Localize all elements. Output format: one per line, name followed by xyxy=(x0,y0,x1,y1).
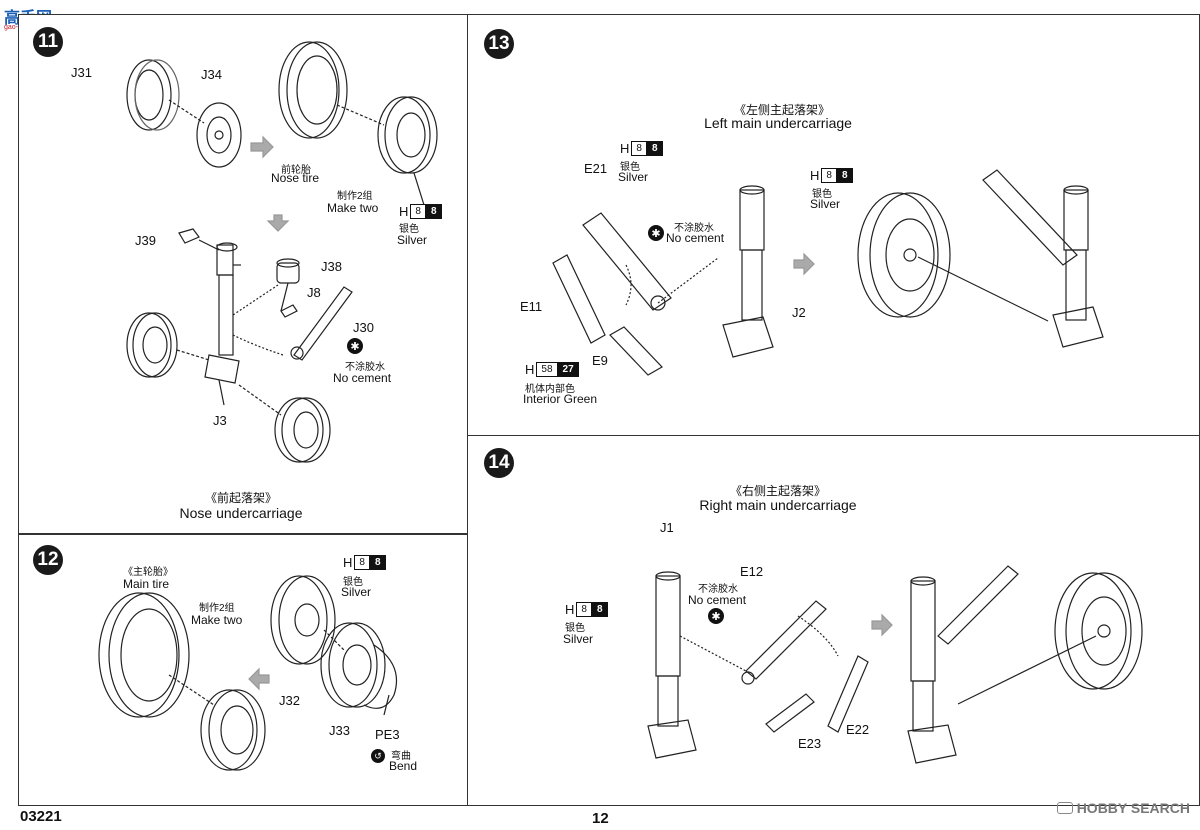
paint-letter: H xyxy=(620,141,630,156)
step-number: 12 xyxy=(33,545,63,575)
paint-code: H 8 8 xyxy=(399,204,442,219)
paint-code-1: 8 xyxy=(576,602,592,617)
part-label-j32: J32 xyxy=(279,693,300,708)
part-label-j31: J31 xyxy=(71,65,92,80)
part-label-e12: E12 xyxy=(740,564,764,579)
bend-icon: ↺ xyxy=(371,749,385,763)
paint-code-1: 58 xyxy=(536,362,558,377)
step-title-en: Nose undercarriage xyxy=(179,505,303,521)
paint-a-en: Silver xyxy=(618,170,649,184)
step-11-illustration xyxy=(126,41,438,463)
paint-code-2: 8 xyxy=(425,204,442,219)
nose-tire-en: Nose tire xyxy=(271,171,320,185)
paint-cn: 银色 xyxy=(565,623,585,634)
step-13-panel: 13 《左侧主起落架》 Left main undercarriage E21 … xyxy=(467,14,1200,436)
paint-b-cn: 银色 xyxy=(812,189,832,200)
paint-code-1: 8 xyxy=(354,555,370,570)
paint-cn: 银色 xyxy=(399,224,419,235)
no-cement-icon: ✱ xyxy=(648,225,664,241)
paint-en: Silver xyxy=(397,233,428,247)
paint-code-2: 8 xyxy=(836,168,853,183)
part-label-j1: J1 xyxy=(660,520,674,535)
paint-code: H 8 8 xyxy=(343,555,386,570)
no-cement-cn: 不涂胶水 xyxy=(698,584,738,595)
make-two-cn: 制作2组 xyxy=(199,603,235,614)
step-12-panel: 12 《主轮胎》 Main tire 制作2组 Make two H 8 8 银… xyxy=(18,534,468,806)
bend-en: Bend xyxy=(389,759,418,773)
no-cement-cn: 不涂胶水 xyxy=(345,362,385,373)
paint-letter: H xyxy=(810,168,820,183)
paint-code-a: H 8 8 xyxy=(620,141,663,156)
no-cement-icon: ✱ xyxy=(347,338,363,354)
watermark: HOBBY SEARCH xyxy=(1056,800,1190,816)
part-label-j2: J2 xyxy=(792,305,806,320)
paint-code: H 8 8 xyxy=(565,602,608,617)
part-label-e23: E23 xyxy=(798,736,822,751)
paint-letter: H xyxy=(399,204,409,219)
make-two-cn: 制作2组 xyxy=(337,191,373,202)
make-two-en: Make two xyxy=(191,613,243,627)
paint-c-en: Interior Green xyxy=(523,392,598,406)
paint-code-1: 8 xyxy=(631,141,647,156)
paint-en: Silver xyxy=(341,585,372,599)
bend-cn: 弯曲 xyxy=(391,751,411,762)
step-number: 13 xyxy=(484,29,514,59)
paint-c-cn: 机体内部色 xyxy=(525,384,575,395)
step-13-illustration xyxy=(552,169,1104,376)
part-label-j8: J8 xyxy=(307,285,321,300)
part-label-e21: E21 xyxy=(584,161,608,176)
part-label-j3: J3 xyxy=(213,413,227,428)
part-label-j39: J39 xyxy=(135,233,156,248)
paint-cn: 银色 xyxy=(343,577,363,588)
no-cement-en: No cement xyxy=(666,231,725,245)
paint-code-2: 27 xyxy=(557,362,579,377)
step-14-panel: 14 《右侧主起落架》 Right main undercarriage J1 … xyxy=(467,435,1200,806)
step-title-en: Left main undercarriage xyxy=(704,115,852,131)
step-number: 11 xyxy=(33,27,63,57)
watermark-logo-icon xyxy=(1056,802,1073,814)
product-code: 03221 xyxy=(20,808,62,825)
part-label-e9: E9 xyxy=(592,353,608,368)
paint-letter: H xyxy=(565,602,575,617)
part-label-j30: J30 xyxy=(353,320,374,335)
step-title-cn: 《左侧主起落架》 xyxy=(733,103,831,117)
no-cement-en: No cement xyxy=(333,371,392,385)
step-number: 14 xyxy=(484,448,514,478)
paint-letter: H xyxy=(525,362,535,377)
paint-code-1: 8 xyxy=(410,204,426,219)
step-11-panel: 11 J31 J34 前轮胎 Nose tire 制作2组 Make two H… xyxy=(18,14,468,534)
paint-a-cn: 银色 xyxy=(620,162,640,173)
paint-b-en: Silver xyxy=(810,197,841,211)
paint-code-2: 8 xyxy=(591,602,608,617)
no-cement-cn: 不涂胶水 xyxy=(674,223,714,234)
step-title-en: Right main undercarriage xyxy=(699,497,857,513)
part-label-pe3: PE3 xyxy=(375,727,400,742)
step-12-illustration xyxy=(98,575,398,771)
main-tire-en: Main tire xyxy=(123,577,170,591)
part-label-j34: J34 xyxy=(201,67,222,82)
no-cement-icon: ✱ xyxy=(708,608,724,624)
paint-code-1: 8 xyxy=(821,168,837,183)
paint-code-c: H 58 27 xyxy=(525,362,579,377)
watermark-text: HOBBY SEARCH xyxy=(1076,800,1190,816)
paint-letter: H xyxy=(343,555,353,570)
step-14-illustration xyxy=(647,565,1143,764)
part-label-j38: J38 xyxy=(321,259,342,274)
part-label-j33: J33 xyxy=(329,723,350,738)
nose-tire-cn: 前轮胎 xyxy=(281,165,311,176)
part-label-e11: E11 xyxy=(520,299,543,314)
paint-code-2: 8 xyxy=(369,555,386,570)
page-number: 12 xyxy=(592,810,609,827)
make-two-en: Make two xyxy=(327,201,379,215)
paint-code-b: H 8 8 xyxy=(810,168,853,183)
part-label-e22: E22 xyxy=(846,722,870,737)
paint-en: Silver xyxy=(563,632,594,646)
step-title-cn: 《右侧主起落架》 xyxy=(729,484,827,498)
main-tire-cn: 《主轮胎》 xyxy=(123,567,173,578)
no-cement-en: No cement xyxy=(688,593,747,607)
step-title-cn: 《前起落架》 xyxy=(204,491,278,505)
paint-code-2: 8 xyxy=(646,141,663,156)
